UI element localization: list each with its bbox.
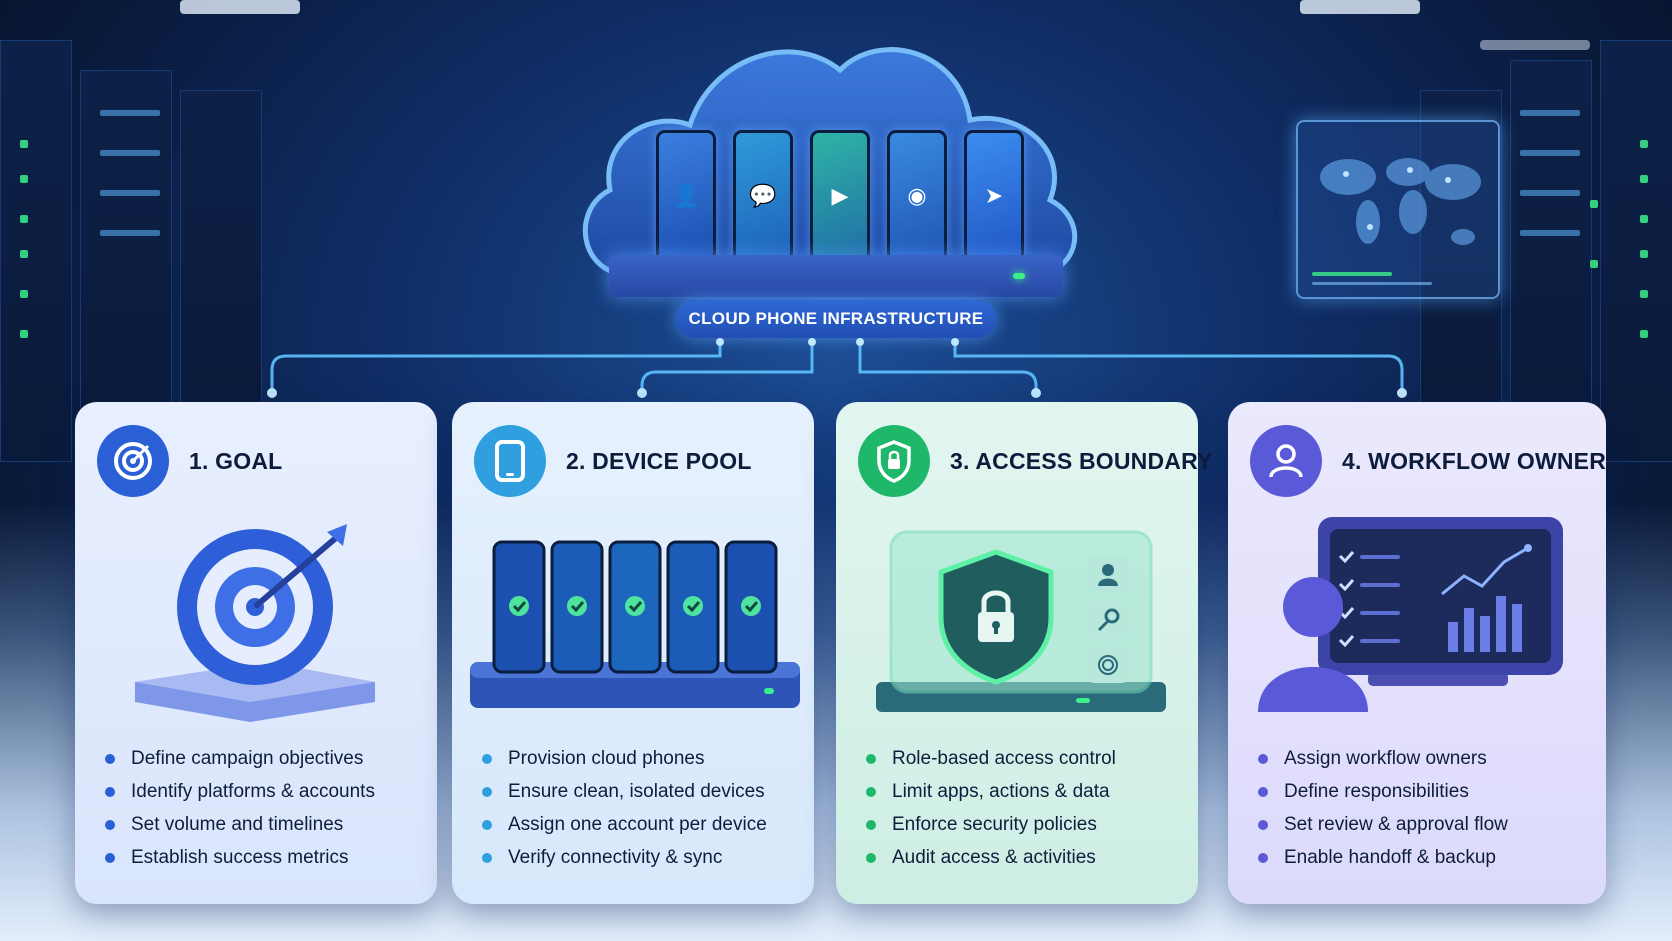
list-item-text: Verify connectivity & sync bbox=[508, 846, 723, 868]
list-item-text: Enable handoff & backup bbox=[1284, 846, 1496, 868]
list-item: Provision cloud phones bbox=[482, 742, 767, 775]
list-item: Assign workflow owners bbox=[1258, 742, 1508, 775]
target-icon bbox=[97, 425, 169, 497]
device-pool-illustration bbox=[452, 512, 814, 732]
server-rack bbox=[1510, 60, 1592, 442]
phone-dock bbox=[609, 255, 1063, 297]
list-item-text: Define responsibilities bbox=[1284, 780, 1469, 802]
bullet bbox=[866, 753, 876, 764]
list-item-text: Assign workflow owners bbox=[1284, 747, 1487, 769]
bullet bbox=[482, 819, 492, 830]
user-icon: 👤 bbox=[672, 183, 700, 208]
card-header: 2. DEVICE POOL bbox=[474, 424, 752, 498]
card-header: 1. GOAL bbox=[97, 424, 282, 498]
list-item: Identify platforms & accounts bbox=[105, 775, 375, 808]
list-item-text: Set review & approval flow bbox=[1284, 813, 1508, 835]
list-item: Limit apps, actions & data bbox=[866, 775, 1116, 808]
bullet bbox=[1258, 753, 1268, 764]
bullet bbox=[105, 819, 115, 830]
list-item: Define campaign objectives bbox=[105, 742, 375, 775]
list-item: Set review & approval flow bbox=[1258, 808, 1508, 841]
list-item-text: Ensure clean, isolated devices bbox=[508, 780, 765, 802]
list-item-text: Enforce security policies bbox=[892, 813, 1097, 835]
tablet-icon bbox=[474, 425, 546, 497]
card-title: 3. ACCESS BOUNDARY bbox=[950, 447, 1213, 474]
card-header: 4. WORKFLOW OWNER bbox=[1250, 424, 1606, 498]
user-icon bbox=[1250, 425, 1322, 497]
cloud-phone: ▶ bbox=[810, 130, 870, 262]
card-access-boundary: 3. ACCESS BOUNDARY Role-based access con… bbox=[836, 402, 1212, 904]
list-item-text: Define campaign objectives bbox=[131, 747, 364, 769]
device-pool-list: Provision cloud phones Ensure clean, iso… bbox=[482, 742, 767, 874]
chat-icon: 💬 bbox=[749, 183, 777, 208]
bullet bbox=[105, 852, 115, 863]
shield-lock-icon bbox=[858, 425, 930, 497]
access-boundary-list: Role-based access control Limit apps, ac… bbox=[866, 742, 1116, 874]
card-header: 3. ACCESS BOUNDARY bbox=[858, 424, 1213, 498]
server-rack bbox=[80, 70, 172, 452]
card-workflow-owner: 4. WORKFLOW OWNER Assi bbox=[1228, 402, 1606, 904]
bullet bbox=[866, 852, 876, 863]
workflow-owner-illustration bbox=[1228, 512, 1606, 732]
bullet bbox=[866, 819, 876, 830]
goal-list: Define campaign objectives Identify plat… bbox=[105, 742, 375, 874]
list-item: Enforce security policies bbox=[866, 808, 1116, 841]
bullet bbox=[866, 786, 876, 797]
list-item: Ensure clean, isolated devices bbox=[482, 775, 767, 808]
card-title: 4. WORKFLOW OWNER bbox=[1342, 447, 1607, 474]
cloud-infrastructure-label: CLOUD PHONE INFRASTRUCTURE bbox=[676, 300, 996, 338]
list-item: Assign one account per device bbox=[482, 808, 767, 841]
bullet bbox=[1258, 786, 1268, 797]
list-item: Establish success metrics bbox=[105, 841, 375, 874]
list-item: Set volume and timelines bbox=[105, 808, 375, 841]
card-device-pool: 2. DEVICE POOL Provision cloud phones En… bbox=[452, 402, 814, 904]
list-item-text: Assign one account per device bbox=[508, 813, 767, 835]
list-item: Enable handoff & backup bbox=[1258, 841, 1508, 874]
card-title: 2. DEVICE POOL bbox=[566, 447, 752, 474]
list-item: Verify connectivity & sync bbox=[482, 841, 767, 874]
cloud-phone: ➤ bbox=[964, 130, 1024, 262]
list-item: Define responsibilities bbox=[1258, 775, 1508, 808]
send-icon: ➤ bbox=[984, 183, 1004, 208]
play-icon: ▶ bbox=[831, 183, 849, 208]
card-goal: 1. GOAL Define campaign objectives Ident… bbox=[75, 402, 437, 904]
list-item-text: Set volume and timelines bbox=[131, 813, 344, 835]
bullet bbox=[105, 753, 115, 764]
card-title: 1. GOAL bbox=[189, 447, 283, 474]
bullet bbox=[482, 852, 492, 863]
bullet bbox=[1258, 852, 1268, 863]
bullet bbox=[482, 753, 492, 764]
world-map-panel bbox=[1296, 120, 1500, 299]
bullet bbox=[482, 786, 492, 797]
access-boundary-illustration bbox=[836, 512, 1198, 732]
bullet bbox=[105, 786, 115, 797]
list-item-text: Establish success metrics bbox=[131, 846, 349, 868]
list-item-text: Audit access & activities bbox=[892, 846, 1096, 868]
list-item-text: Limit apps, actions & data bbox=[892, 780, 1110, 802]
workflow-owner-list: Assign workflow owners Define responsibi… bbox=[1258, 742, 1508, 874]
cloud-phone-row: 👤 💬 ▶ ◉ ➤ bbox=[650, 130, 1024, 262]
bullet bbox=[1258, 819, 1268, 830]
server-rack bbox=[1420, 90, 1502, 432]
list-item: Role-based access control bbox=[866, 742, 1116, 775]
server-rack bbox=[1600, 40, 1672, 462]
list-item-text: Provision cloud phones bbox=[508, 747, 705, 769]
status-led bbox=[1013, 273, 1025, 279]
server-rack bbox=[0, 40, 72, 462]
list-item-text: Identify platforms & accounts bbox=[131, 780, 375, 802]
list-item: Audit access & activities bbox=[866, 841, 1116, 874]
target-illustration bbox=[75, 512, 437, 732]
camera-icon: ◉ bbox=[907, 183, 927, 208]
cloud-phone: ◉ bbox=[887, 130, 947, 262]
list-item-text: Role-based access control bbox=[892, 747, 1116, 769]
